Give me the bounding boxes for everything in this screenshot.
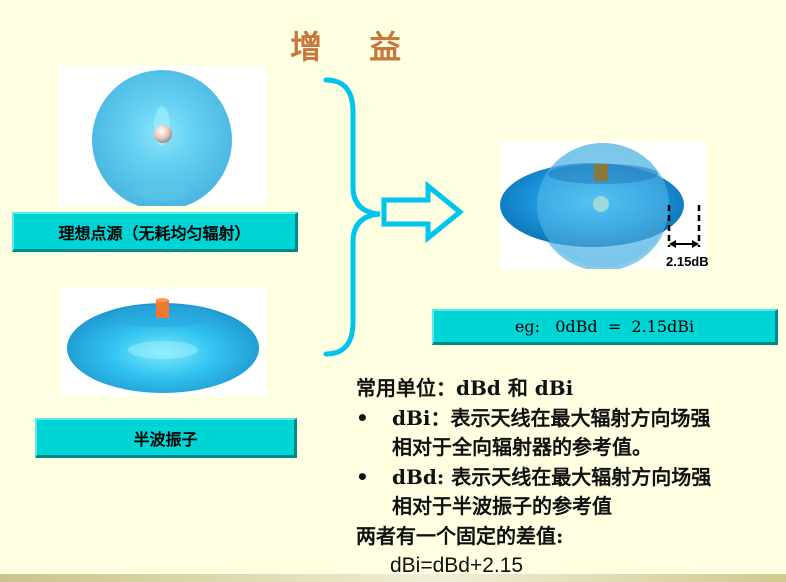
footer-bar [0,574,786,582]
conversion-formula: dBi=dBd+2.15 [390,554,524,577]
bullet-marker: • [356,405,369,430]
half-wave-dipole-label: 半波振子 [35,418,297,458]
comparison-pattern-image [500,141,706,269]
half-wave-dipole-text: 半波振子 [133,429,198,449]
sphere-torus-overlay-icon [500,143,701,269]
dipole-pattern-image [60,288,266,396]
dbd-bullet-line1: dBd: 表示天线在最大辐射方向场强 [392,464,712,489]
isotropic-source-label: 理想点源（无耗均匀辐射） [12,212,298,252]
dbi-bullet-line2: 相对于全向辐射器的参考值。 [392,435,652,459]
dbi-bullet: • dBi：表示天线在最大辐射方向场强 [356,404,786,434]
slide-title: 增 益 [290,28,420,66]
sphere-radiation-pattern-icon [92,70,232,206]
difference-label: 两者有一个固定的差值: [356,523,564,548]
isotropic-source-text: 理想点源（无耗均匀辐射） [58,223,251,243]
torus-radiation-pattern-icon [67,298,259,393]
example-equation-text: eg: 0dBd = 2.15dBi [514,317,695,336]
right-brace-and-arrow-icon [323,77,464,357]
dimension-label: 2.15dB [666,254,709,269]
dbd-bullet-line2: 相对于半波振子的参考值 [392,494,612,518]
isotropic-pattern-image [58,66,266,206]
explanation-text: 常用单位：dBd 和 dBi • dBi：表示天线在最大辐射方向场强 相对于全向辐… [356,374,786,581]
dbd-bullet: • dBd: 表示天线在最大辐射方向场强 [356,463,786,493]
bullet-marker: • [356,464,369,489]
example-equation-box: eg: 0dBd = 2.15dBi [432,309,778,345]
dbi-bullet-line1: dBi：表示天线在最大辐射方向场强 [392,405,711,430]
units-heading: 常用单位：dBd 和 dBi [356,376,574,400]
